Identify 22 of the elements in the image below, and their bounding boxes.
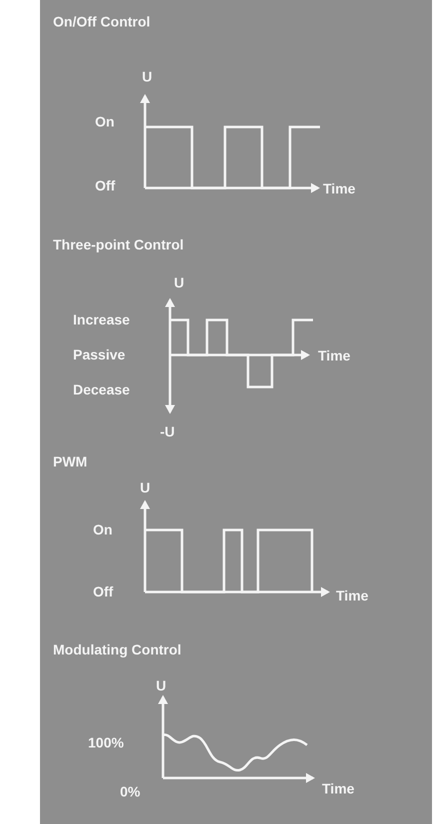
section-heading: PWM <box>53 454 88 470</box>
axis-label: 100% <box>88 735 124 751</box>
axis-label: Time <box>336 588 368 604</box>
axis-label: Increase <box>73 312 130 328</box>
axis-label: On <box>95 114 114 130</box>
axis-label: Time <box>318 348 350 364</box>
axis-label: U <box>140 480 150 496</box>
axis-label: Off <box>93 584 114 600</box>
axis-label: Passive <box>73 347 126 363</box>
axis-label: On <box>93 522 112 538</box>
section-heading: On/Off Control <box>53 14 150 30</box>
axis-label: U <box>174 275 184 291</box>
axis-label: Time <box>323 181 356 197</box>
section-heading: Modulating Control <box>53 642 182 658</box>
axis-label: Off <box>95 178 116 194</box>
axis-label: U <box>142 69 152 85</box>
section-heading: Three-point Control <box>53 237 184 253</box>
axis-label: Time <box>322 781 354 797</box>
axis-label: Decease <box>73 382 130 398</box>
axis-label: 0% <box>120 784 140 800</box>
axis-label: -U <box>160 424 175 440</box>
axis-label: U <box>156 678 166 694</box>
